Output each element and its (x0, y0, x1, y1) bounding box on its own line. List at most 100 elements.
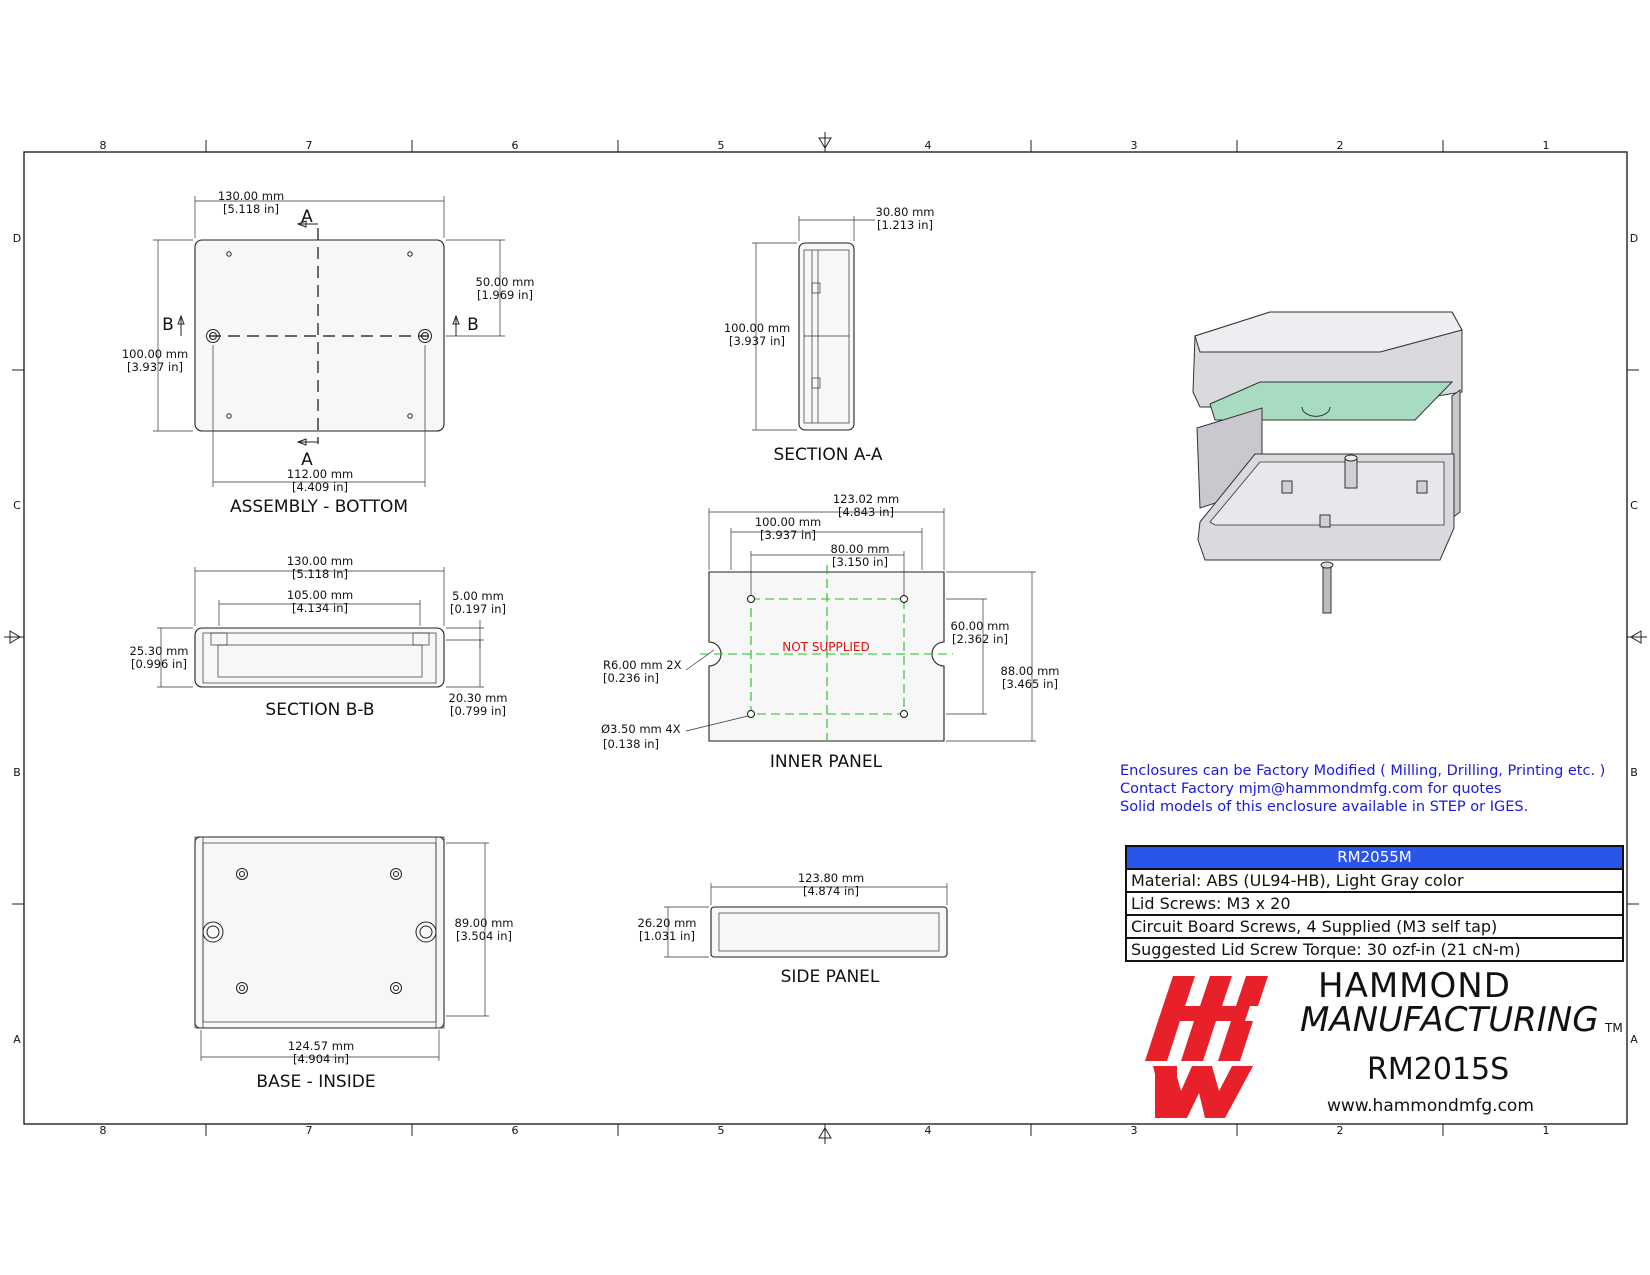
dim-text: 5.00 mm (452, 589, 504, 603)
dim-text: [0.236 in] (603, 671, 659, 685)
zone-col-top: 2 (1337, 139, 1344, 152)
base-inside-view (194, 836, 489, 1061)
dim-text: [3.937 in] (729, 334, 785, 348)
dim-text: [5.118 in] (223, 202, 279, 216)
dim-text: [5.118 in] (292, 567, 348, 581)
spec-row: Suggested Lid Screw Torque: 30 ozf-in (2… (1131, 940, 1521, 959)
section-letter: B (162, 315, 174, 335)
not-supplied-label: NOT SUPPLIED (782, 640, 870, 654)
dim-text: [4.843 in] (838, 505, 894, 519)
view-label-inner-panel: INNER PANEL (770, 752, 883, 772)
dim-text: [4.409 in] (292, 480, 348, 494)
section-letter: B (467, 315, 479, 335)
dim-text: 30.80 mm (876, 205, 935, 219)
zone-col-bottom: 5 (718, 1124, 725, 1137)
zone-col-bottom: 6 (512, 1124, 519, 1137)
zone-col-top: 1 (1543, 139, 1550, 152)
spec-row: Circuit Board Screws, 4 Supplied (M3 sel… (1127, 916, 1622, 939)
view-label-base-inside: BASE - INSIDE (256, 1072, 375, 1092)
dim-text: [0.799 in] (450, 704, 506, 718)
dim-text: [1.969 in] (477, 288, 533, 302)
section-aa-view (752, 216, 875, 431)
zone-row-right: C (1630, 499, 1638, 512)
note-line: Enclosures can be Factory Modified ( Mil… (1120, 763, 1606, 779)
dim-text: 130.00 mm (287, 554, 353, 568)
dim-text: [0.996 in] (131, 657, 187, 671)
zone-col-bottom: 2 (1337, 1124, 1344, 1137)
note-line: Solid models of this enclosure available… (1120, 799, 1529, 815)
dim-text: [3.150 in] (832, 555, 888, 569)
dim-text: 105.00 mm (287, 588, 353, 602)
dim-text: 124.57 mm (288, 1039, 354, 1053)
section-letter: A (301, 450, 313, 470)
zone-col-bottom: 1 (1543, 1124, 1550, 1137)
spec-table: RM2055M Material: ABS (UL94-HB), Light G… (1125, 845, 1624, 962)
modification-notes: Enclosures can be Factory Modified ( Mil… (1120, 762, 1605, 816)
zone-col-bottom: 8 (100, 1124, 107, 1137)
exploded-3d-view (1192, 311, 1463, 614)
dim-text: [4.904 in] (293, 1052, 349, 1066)
dim-text: [0.138 in] (603, 737, 659, 751)
spec-row: Material: ABS (UL94-HB), Light Gray colo… (1127, 870, 1622, 893)
dim-text: Ø3.50 mm 4X (601, 722, 681, 736)
dim-text: 123.02 mm (833, 492, 899, 506)
zone-row-left: C (13, 499, 21, 512)
dim-text: [1.031 in] (639, 929, 695, 943)
side-panel-view (664, 883, 948, 958)
zone-col-top: 8 (100, 139, 107, 152)
dim-text: [3.937 in] (127, 360, 183, 374)
dim-text: 89.00 mm (455, 916, 514, 930)
dim-text: [2.362 in] (952, 632, 1008, 646)
dim-text: [1.213 in] (877, 218, 933, 232)
dim-text: R6.00 mm 2X (603, 658, 682, 672)
note-line: Contact Factory mjm@hammondmfg.com for q… (1120, 781, 1502, 797)
dim-text: 50.00 mm (476, 275, 535, 289)
section-bb-view (157, 567, 484, 688)
zone-row-left: A (13, 1033, 21, 1046)
brand-name-line2: MANUFACTURING (1300, 1000, 1599, 1040)
zone-col-top: 5 (718, 139, 725, 152)
dim-text: 130.00 mm (218, 189, 284, 203)
dim-text: 60.00 mm (951, 619, 1010, 633)
dim-text: 80.00 mm (831, 542, 890, 556)
spec-table-header: RM2055M (1127, 847, 1622, 870)
dim-text: 20.30 mm (449, 691, 508, 705)
dim-text: 100.00 mm (755, 515, 821, 529)
section-letter: A (301, 207, 313, 227)
zone-col-bottom: 4 (925, 1124, 932, 1137)
zone-row-left: D (13, 232, 21, 245)
dim-text: [3.504 in] (456, 929, 512, 943)
dim-text: 26.20 mm (638, 916, 697, 930)
view-label-side-panel: SIDE PANEL (781, 967, 880, 987)
dim-text: 25.30 mm (130, 644, 189, 658)
dim-text: [3.465 in] (1002, 677, 1058, 691)
zone-row-left: B (13, 766, 21, 779)
brand-name-line1: HAMMOND (1318, 966, 1511, 1006)
inner-panel-view (685, 508, 1036, 742)
part-number: RM2015S (1367, 1052, 1510, 1087)
zone-col-top: 3 (1131, 139, 1138, 152)
dim-text: 100.00 mm (724, 321, 790, 335)
view-label-section-aa: SECTION A-A (774, 445, 883, 465)
zone-col-top: 4 (925, 139, 932, 152)
dim-text: 123.80 mm (798, 871, 864, 885)
zone-col-bottom: 3 (1131, 1124, 1138, 1137)
zone-row-right: B (1630, 766, 1638, 779)
center-marks (4, 132, 1647, 1144)
view-label-assembly-bottom: ASSEMBLY - BOTTOM (230, 497, 408, 517)
zone-row-right: D (1630, 232, 1638, 245)
website: www.hammondmfg.com (1327, 1096, 1534, 1116)
trademark: TM (1605, 1021, 1623, 1035)
dim-text: 88.00 mm (1001, 664, 1060, 678)
dim-text: [4.874 in] (803, 884, 859, 898)
dim-text: 100.00 mm (122, 347, 188, 361)
assembly-bottom-view (153, 196, 505, 487)
zone-row-right: A (1630, 1033, 1638, 1046)
zone-col-bottom: 7 (306, 1124, 313, 1137)
dim-text: 112.00 mm (287, 467, 353, 481)
dim-text: [3.937 in] (760, 528, 816, 542)
dim-text: [0.197 in] (450, 602, 506, 616)
spec-row: Lid Screws: M3 x 20 (1127, 893, 1622, 916)
hammond-logo (1145, 976, 1268, 1118)
